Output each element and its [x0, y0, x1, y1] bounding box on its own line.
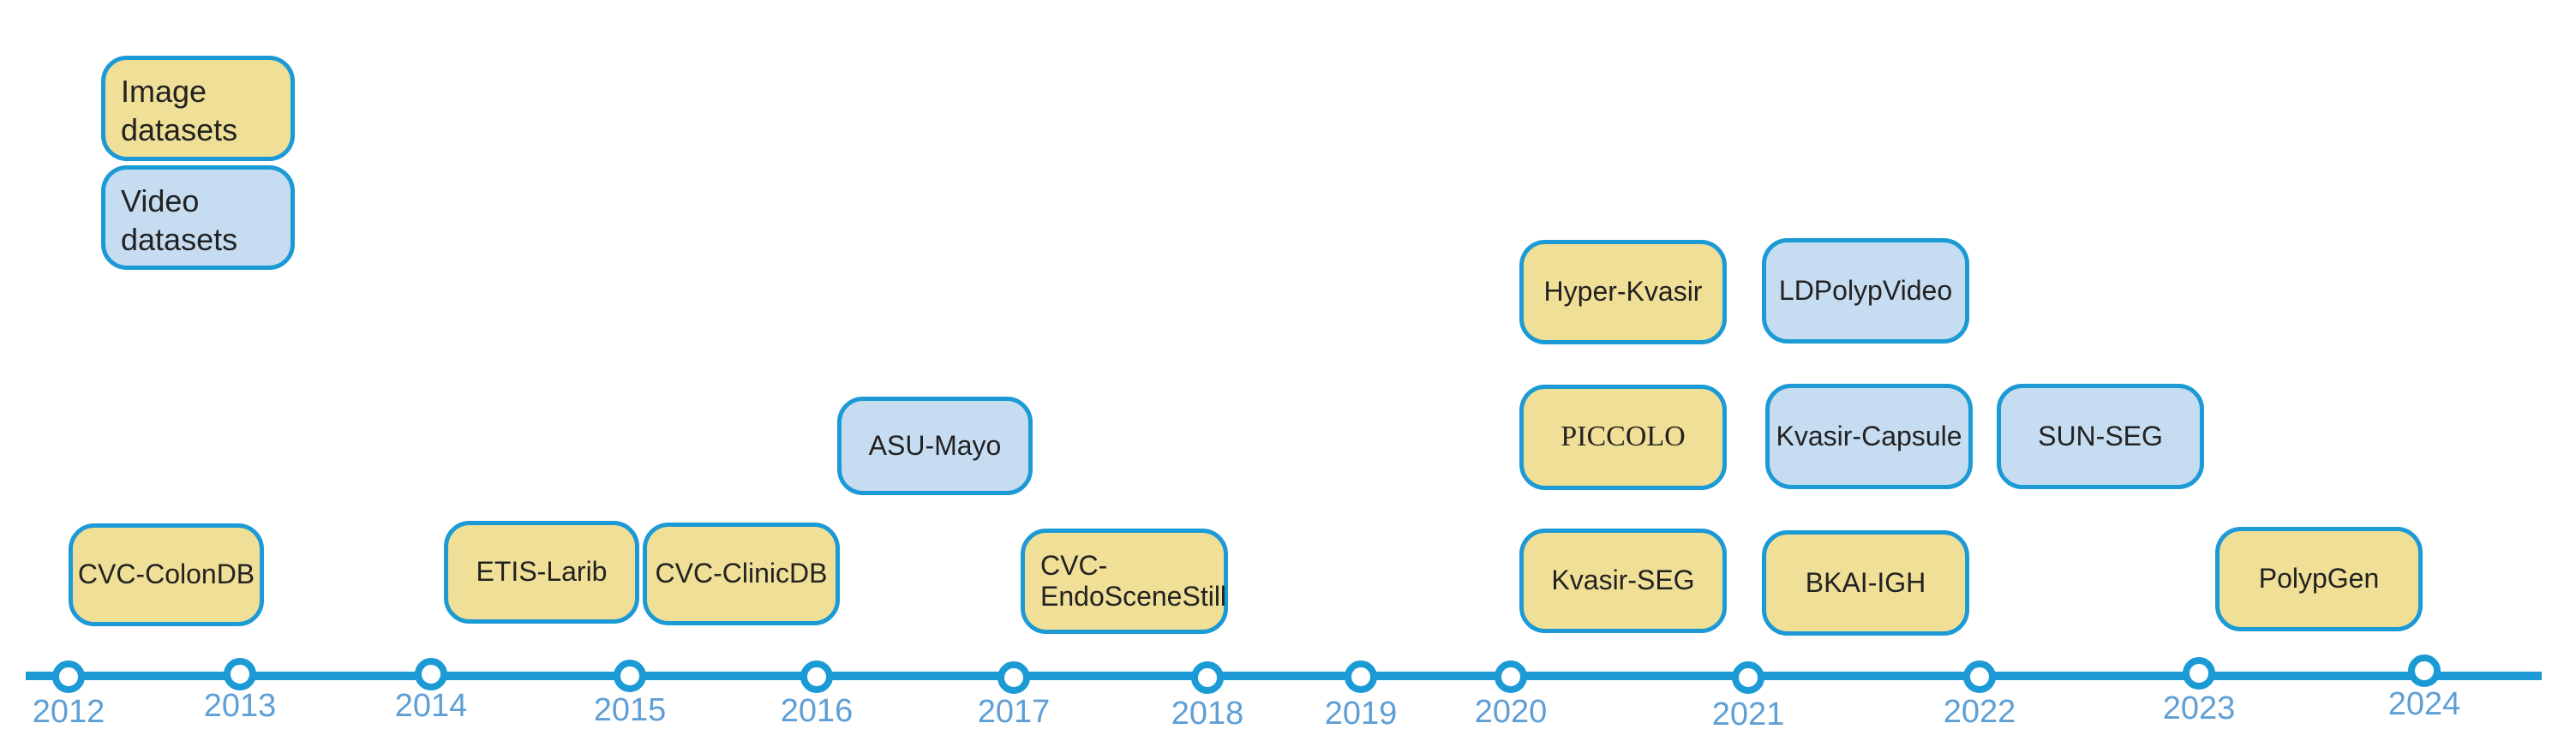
dataset-box-sun-seg: SUN-SEG	[1997, 384, 2204, 489]
year-tick-2021	[1732, 661, 1764, 694]
year-tick-2016	[800, 660, 833, 693]
legend-video-datasets: Video datasets	[101, 165, 295, 270]
year-label-2012: 2012	[32, 694, 105, 730]
year-label-2013: 2013	[203, 688, 277, 724]
year-tick-2013	[224, 658, 256, 690]
dataset-box-cvc-colondb: CVC-ColonDB	[69, 523, 264, 626]
legend-image-datasets: Image datasets	[101, 56, 295, 161]
dataset-box-hyper-kvasir: Hyper-Kvasir	[1519, 240, 1727, 344]
dataset-label: CVC- EndoSceneStill	[1040, 549, 1227, 612]
dataset-label: SUN-SEG	[2038, 420, 2163, 451]
year-label-2019: 2019	[1324, 696, 1398, 732]
dataset-label: CVC-ColonDB	[77, 559, 255, 590]
timeline-axis	[26, 672, 2542, 680]
dataset-label: PICCOLO	[1561, 421, 1686, 453]
year-label-2017: 2017	[977, 694, 1051, 730]
year-tick-2015	[614, 660, 646, 692]
dataset-label: BKAI-IGH	[1805, 566, 1926, 598]
year-tick-2018	[1191, 661, 1224, 694]
year-tick-2022	[1963, 660, 1996, 693]
dataset-label: Hyper-Kvasir	[1543, 276, 1703, 308]
dataset-box-kvasir-seg: Kvasir-SEG	[1519, 529, 1727, 633]
dataset-box-piccolo: PICCOLO	[1519, 385, 1727, 490]
year-label-2015: 2015	[593, 692, 667, 728]
year-label-2016: 2016	[780, 693, 854, 729]
dataset-label: Kvasir-SEG	[1551, 565, 1695, 596]
dataset-label: ASU-Mayo	[868, 429, 1002, 461]
year-tick-2023	[2183, 657, 2215, 690]
year-tick-2024	[2408, 654, 2441, 687]
dataset-box-cvc-endoscenestill: CVC- EndoSceneStill	[1021, 529, 1228, 634]
dataset-box-etis-larib: ETIS-Larib	[444, 521, 639, 624]
dataset-box-ldpolypvideo: LDPolypVideo	[1762, 238, 1969, 344]
year-label-2018: 2018	[1171, 696, 1244, 732]
dataset-label: LDPolypVideo	[1778, 274, 1953, 306]
year-label-2021: 2021	[1711, 696, 1785, 732]
year-tick-2017	[997, 661, 1030, 694]
dataset-label: CVC-ClinicDB	[655, 558, 828, 589]
year-label-2022: 2022	[1943, 694, 2016, 730]
year-label-2024: 2024	[2387, 686, 2461, 722]
year-tick-2019	[1345, 660, 1377, 693]
year-label-2014: 2014	[394, 688, 468, 724]
year-label-2023: 2023	[2162, 690, 2236, 726]
dataset-box-asu-mayo: ASU-Mayo	[837, 397, 1033, 495]
dataset-label: Kvasir-Capsule	[1776, 420, 1962, 451]
year-tick-2020	[1495, 660, 1527, 693]
year-tick-2012	[52, 660, 85, 693]
dataset-box-cvc-clinicdb: CVC-ClinicDB	[643, 523, 840, 625]
dataset-box-bkai-igh: BKAI-IGH	[1762, 530, 1969, 636]
dataset-label: ETIS-Larib	[476, 556, 608, 588]
year-tick-2014	[415, 658, 447, 690]
dataset-label: PolypGen	[2258, 563, 2380, 595]
year-label-2020: 2020	[1474, 694, 1548, 730]
dataset-box-kvasir-capsule: Kvasir-Capsule	[1765, 384, 1973, 489]
dataset-box-polypgen: PolypGen	[2215, 527, 2423, 631]
